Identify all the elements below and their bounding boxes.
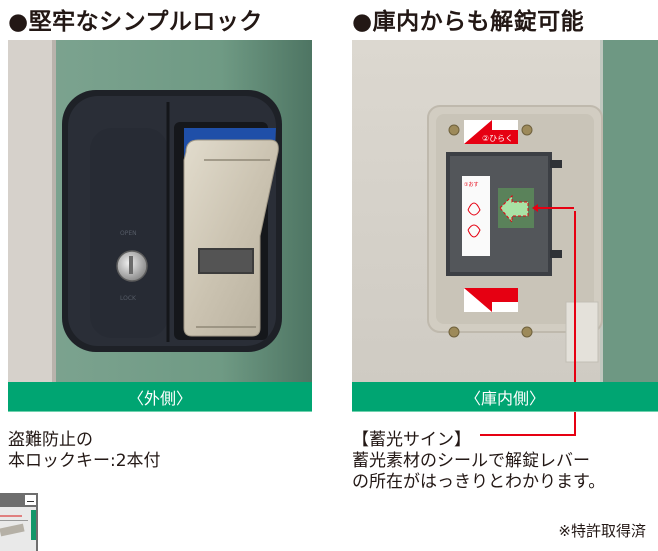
patent-note: ※特許取得済 bbox=[558, 522, 646, 540]
lock-interior-photo: ②ひらく ①おす bbox=[352, 40, 658, 382]
description-line: 【蓄光サイン】 bbox=[352, 430, 471, 450]
thumbnail-side-strip bbox=[31, 510, 36, 540]
svg-text:②ひらく: ②ひらく bbox=[482, 134, 513, 143]
svg-text:LOCK: LOCK bbox=[120, 295, 137, 302]
description-line: 蓄光素材のシールで解錠レバー bbox=[352, 451, 590, 471]
callout-line-horizontal bbox=[480, 434, 576, 436]
svg-text:①おす: ①おす bbox=[464, 181, 478, 188]
heading-interior-unlock: ●庫内からも解錠可能 bbox=[352, 9, 585, 35]
description-line: の所在がはっきりとわかります。 bbox=[352, 472, 606, 492]
description-line: 本ロックキー:2本付 bbox=[8, 451, 161, 471]
callout-line-vertical bbox=[574, 211, 576, 436]
minimize-icon[interactable] bbox=[25, 495, 36, 505]
page-thumbnail[interactable] bbox=[0, 493, 38, 551]
thumbnail-text-line bbox=[0, 515, 22, 517]
description-line: 盗難防止の bbox=[8, 430, 93, 450]
lock-exterior-photo: OPEN LOCK bbox=[8, 40, 312, 382]
svg-text:OPEN: OPEN bbox=[120, 230, 137, 237]
thumbnail-text-line bbox=[0, 520, 28, 521]
interior-description: 【蓄光サイン】 蓄光素材のシールで解錠レバー の所在がはっきりとわかります。 bbox=[352, 430, 605, 493]
caption-interior: 〈庫内側〉 bbox=[352, 382, 658, 412]
exterior-description: 盗難防止の 本ロックキー:2本付 bbox=[8, 430, 161, 472]
caption-exterior: 〈外側〉 bbox=[8, 382, 312, 412]
heading-simple-lock: ●堅牢なシンプルロック bbox=[8, 9, 263, 35]
